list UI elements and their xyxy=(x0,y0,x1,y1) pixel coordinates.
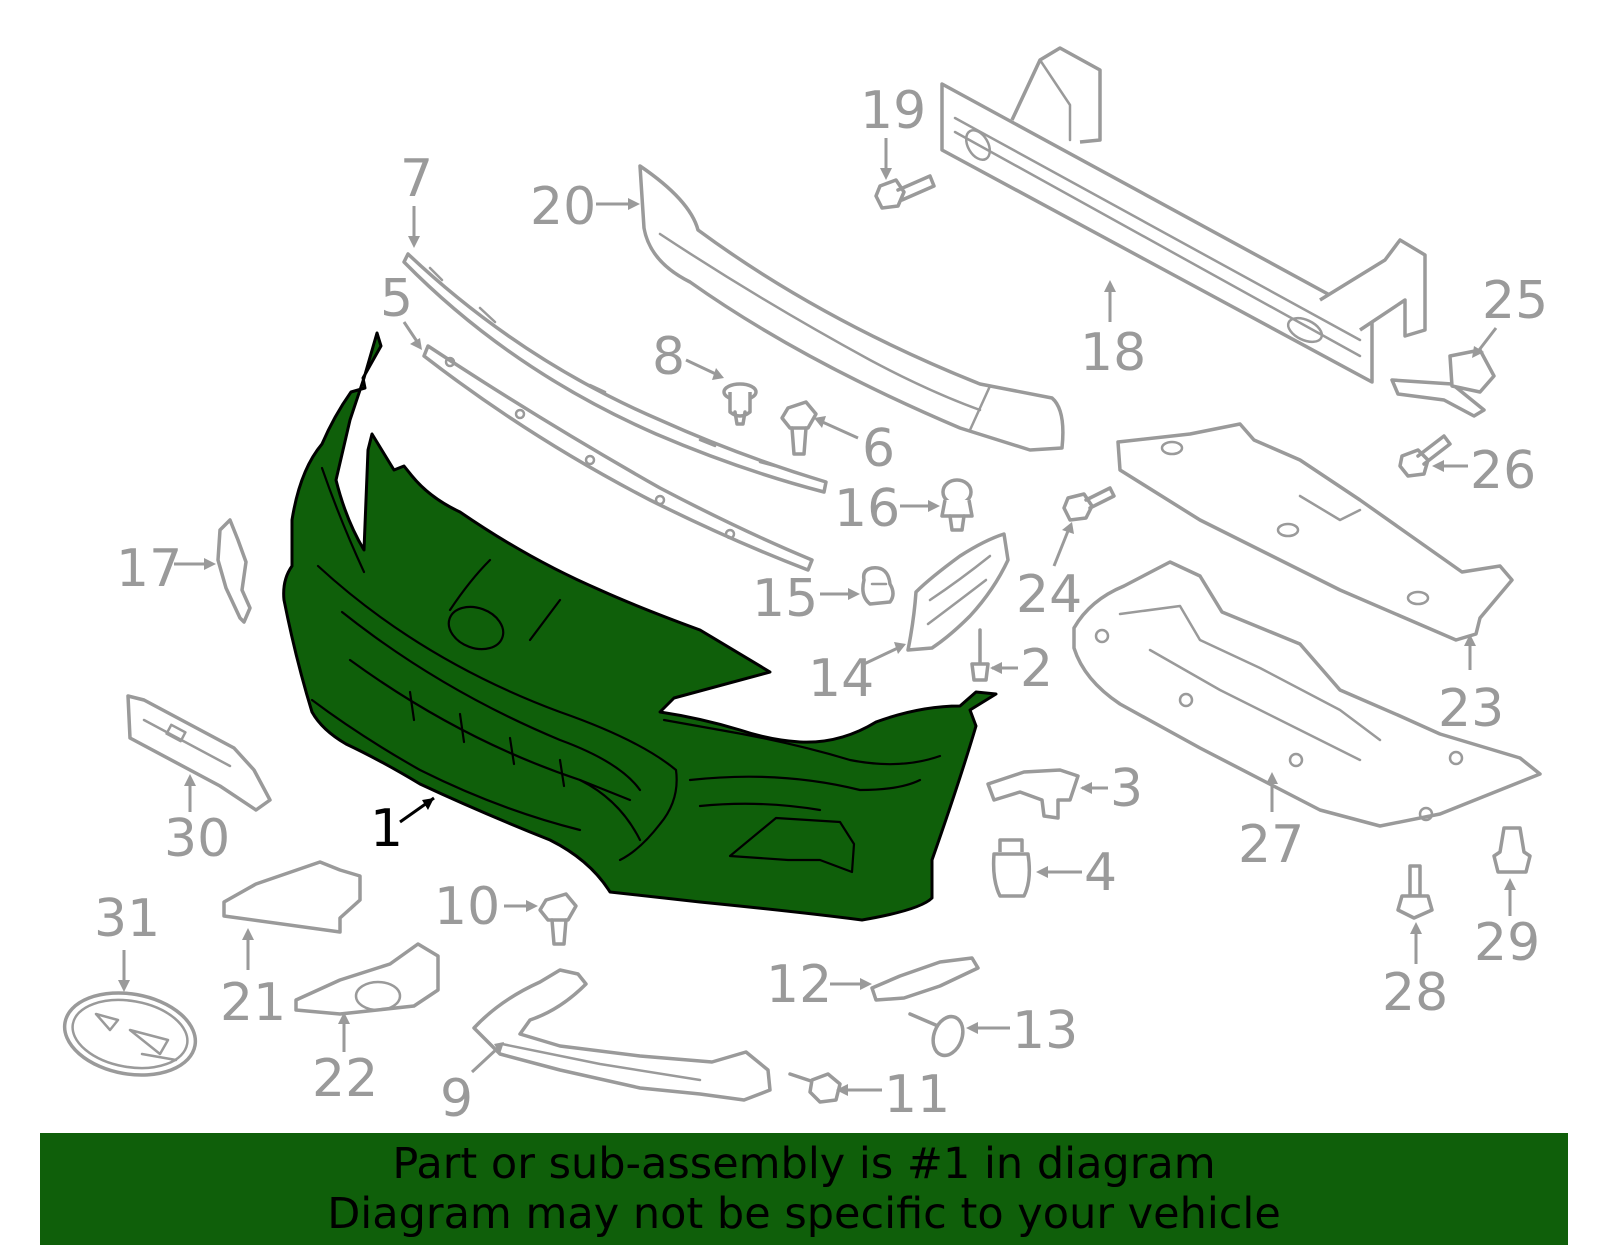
part-28-bolt[interactable] xyxy=(1396,864,1434,920)
callout-24: 24 xyxy=(1016,565,1082,625)
callout-22: 22 xyxy=(312,1049,378,1109)
callout-31: 31 xyxy=(94,889,160,949)
callout-2: 2 xyxy=(1020,639,1053,699)
callout-5: 5 xyxy=(380,269,413,329)
part-26-bolt[interactable] xyxy=(1398,434,1452,478)
callout-19: 19 xyxy=(860,81,926,141)
part-16-clip[interactable] xyxy=(940,478,974,532)
callout-6: 6 xyxy=(862,419,895,479)
part-8-push-clip[interactable] xyxy=(722,382,758,426)
callout-3: 3 xyxy=(1110,759,1143,819)
callout-27: 27 xyxy=(1238,815,1304,875)
callout-29: 29 xyxy=(1474,913,1540,973)
part-17-side-bracket[interactable] xyxy=(216,518,252,624)
notice-banner: Part or sub-assembly is #1 in diagram Di… xyxy=(40,1133,1568,1245)
part-21-lower-panel[interactable] xyxy=(222,860,362,934)
callout-12: 12 xyxy=(766,955,832,1015)
callout-23: 23 xyxy=(1438,679,1504,739)
part-6-bolt[interactable] xyxy=(780,400,818,456)
callout-15: 15 xyxy=(752,569,818,629)
callout-7: 7 xyxy=(400,149,433,209)
part-10-bolt[interactable] xyxy=(538,892,578,946)
part-25-bracket[interactable] xyxy=(1390,348,1496,418)
part-9-grille-frame[interactable] xyxy=(472,968,772,1102)
part-1-front-bumper-cover[interactable] xyxy=(282,331,998,922)
callout-17: 17 xyxy=(116,539,182,599)
part-7-upper-strip[interactable] xyxy=(402,252,828,494)
callout-25: 25 xyxy=(1482,271,1548,331)
callout-28: 28 xyxy=(1382,963,1448,1023)
callout-16: 16 xyxy=(834,479,900,539)
part-11-bolt[interactable] xyxy=(788,1072,842,1104)
part-2-pin[interactable] xyxy=(970,628,990,682)
part-3-bracket[interactable] xyxy=(986,768,1080,820)
callout-9: 9 xyxy=(440,1069,473,1129)
part-12-bracket[interactable] xyxy=(870,956,980,1002)
callout-21: 21 xyxy=(220,973,286,1033)
callout-labels: 1 2 3 4 5 6 7 8 9 10 11 12 13 14 15 16 1… xyxy=(94,81,1548,1129)
callout-26: 26 xyxy=(1470,441,1536,501)
part-30-impact-panel[interactable] xyxy=(126,694,272,812)
part-14-side-bracket[interactable] xyxy=(906,532,1010,652)
leader-arrows xyxy=(118,138,1516,1096)
part-5-retainer-strip[interactable] xyxy=(422,344,814,572)
callout-10: 10 xyxy=(434,877,500,937)
notice-line-1: Part or sub-assembly is #1 in diagram xyxy=(392,1139,1216,1189)
part-20-energy-absorber[interactable] xyxy=(638,164,1065,452)
part-27-under-cover[interactable] xyxy=(1072,560,1542,828)
callout-1: 1 xyxy=(370,799,403,859)
notice-line-2: Diagram may not be specific to your vehi… xyxy=(327,1189,1281,1239)
part-22-fog-lamp-housing[interactable] xyxy=(294,942,440,1016)
callout-8: 8 xyxy=(652,327,685,387)
callout-20: 20 xyxy=(530,177,596,237)
part-23-upper-cover[interactable] xyxy=(1116,422,1514,642)
callout-18: 18 xyxy=(1080,323,1146,383)
part-19-bolt[interactable] xyxy=(874,174,936,210)
part-29-clip[interactable] xyxy=(1492,826,1532,874)
part-18-reinforcement-beam[interactable] xyxy=(940,46,1427,384)
callout-30: 30 xyxy=(164,809,230,869)
part-31-emblem[interactable] xyxy=(58,983,202,1085)
callout-13: 13 xyxy=(1012,1001,1078,1061)
part-13-rivet[interactable] xyxy=(908,1012,968,1059)
part-15-clip[interactable] xyxy=(861,566,895,606)
part-24-bolt[interactable] xyxy=(1062,486,1116,522)
callout-11: 11 xyxy=(884,1065,950,1125)
callout-4: 4 xyxy=(1084,843,1117,903)
callout-14: 14 xyxy=(808,649,874,709)
part-4-clip[interactable] xyxy=(991,838,1032,898)
